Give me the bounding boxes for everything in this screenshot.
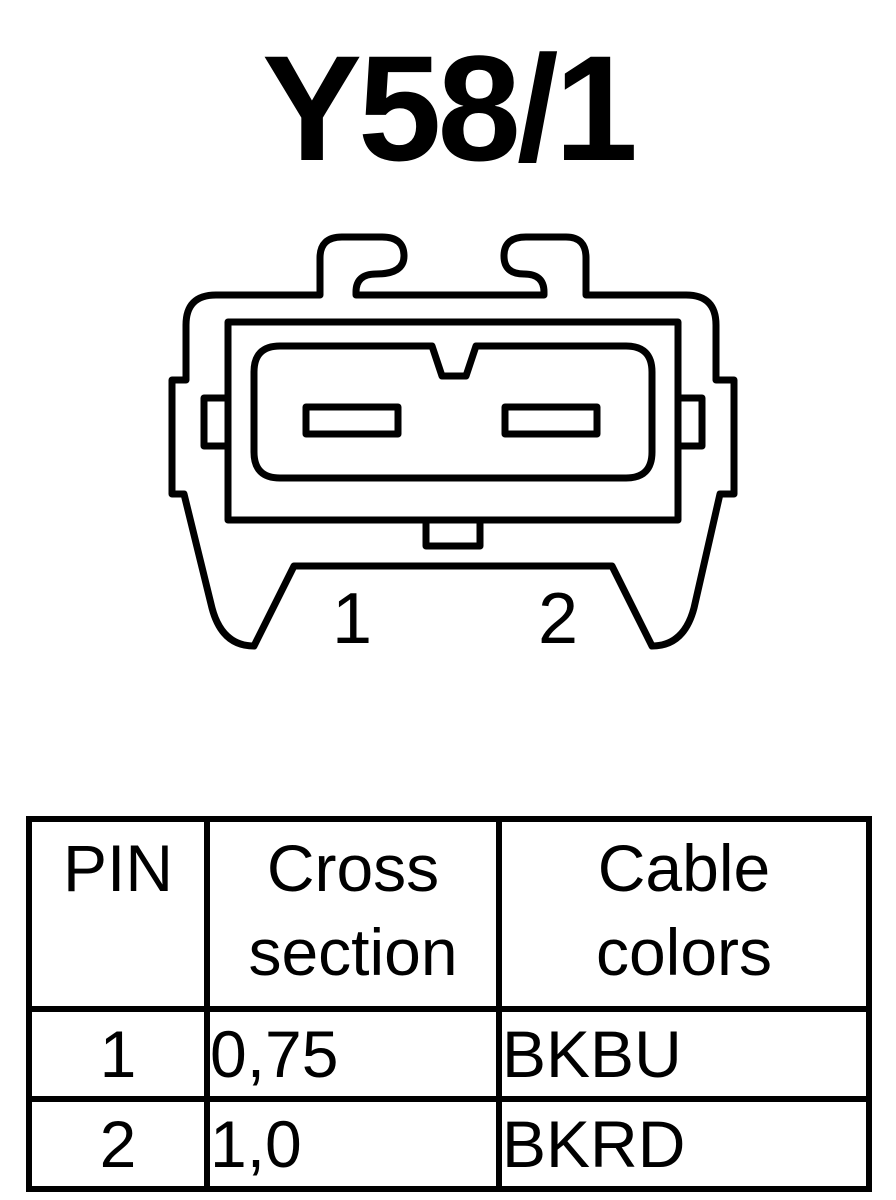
pinout-table: PIN Cross section Cable colors 1 0,75 BK… xyxy=(26,816,872,1192)
connector-diagram: 1 2 xyxy=(168,233,738,659)
header-pin: PIN xyxy=(26,816,210,1012)
pin-label-1: 1 xyxy=(332,579,372,659)
connector-title: Y58/1 xyxy=(262,24,638,192)
left-tab xyxy=(200,394,232,450)
table-row: 2 1,0 BKRD xyxy=(26,1096,872,1192)
header-pin-label: PIN xyxy=(62,831,174,905)
header-cross-section-line-1: Cross xyxy=(266,831,440,905)
right-tab xyxy=(674,394,706,450)
header-cable-colors-line-1: Cable xyxy=(597,831,771,905)
inner-shell xyxy=(224,318,682,524)
header-cross-section: Cross section xyxy=(204,816,502,1012)
housing-outline xyxy=(168,233,738,650)
pin-1-contact xyxy=(302,403,402,438)
row-1-cable-color: BKBU xyxy=(496,1006,872,1102)
row-2-pin: 2 xyxy=(26,1096,210,1192)
table-header-row: PIN Cross section Cable colors xyxy=(26,816,872,1012)
header-cable-colors-line-2: colors xyxy=(595,915,773,989)
row-1-cross-section: 0,75 xyxy=(204,1006,502,1102)
header-cable-colors: Cable colors xyxy=(496,816,872,1012)
table-row: 1 0,75 BKBU xyxy=(26,1006,872,1102)
header-cross-section-line-2: section xyxy=(248,915,458,989)
row-2-cable-color: BKRD xyxy=(496,1096,872,1192)
row-1-pin: 1 xyxy=(26,1006,210,1102)
bottom-key xyxy=(422,516,484,550)
socket-cavity xyxy=(250,342,656,482)
pin-2-contact xyxy=(501,403,601,438)
row-2-cross-section: 1,0 xyxy=(204,1096,502,1192)
pin-label-2: 2 xyxy=(538,579,578,659)
